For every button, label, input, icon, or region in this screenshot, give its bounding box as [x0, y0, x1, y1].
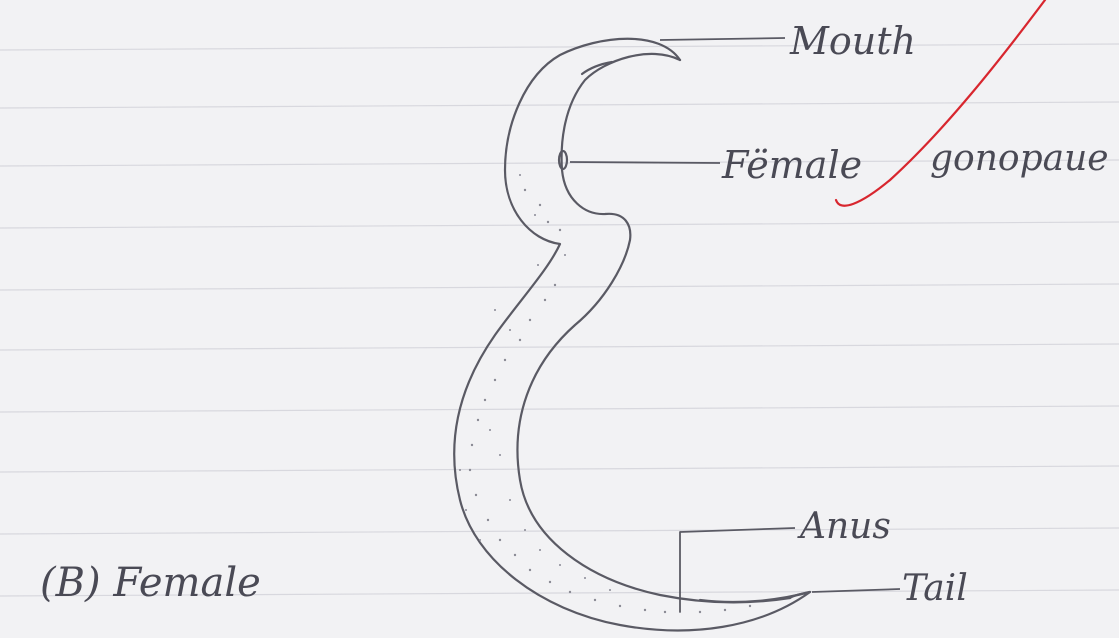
body-stippling [459, 174, 751, 613]
label-anus: Anus [797, 506, 891, 547]
label-female: Fëmale [721, 143, 862, 187]
gonopore-mark [559, 151, 567, 169]
gonopore-leader [570, 162, 720, 163]
worm-body [454, 39, 810, 631]
mouth-leader [660, 38, 785, 40]
worm-inner-outline [517, 54, 790, 602]
label-mouth: Mouth [789, 19, 916, 63]
mouth-opening [582, 62, 612, 74]
worm-outer-outline [454, 39, 810, 631]
label-gonopore: gonopaue [930, 138, 1109, 179]
caption-female: (B) Female [40, 560, 261, 606]
ruled-lines [0, 44, 1119, 596]
label-tail: Tail [902, 568, 968, 609]
